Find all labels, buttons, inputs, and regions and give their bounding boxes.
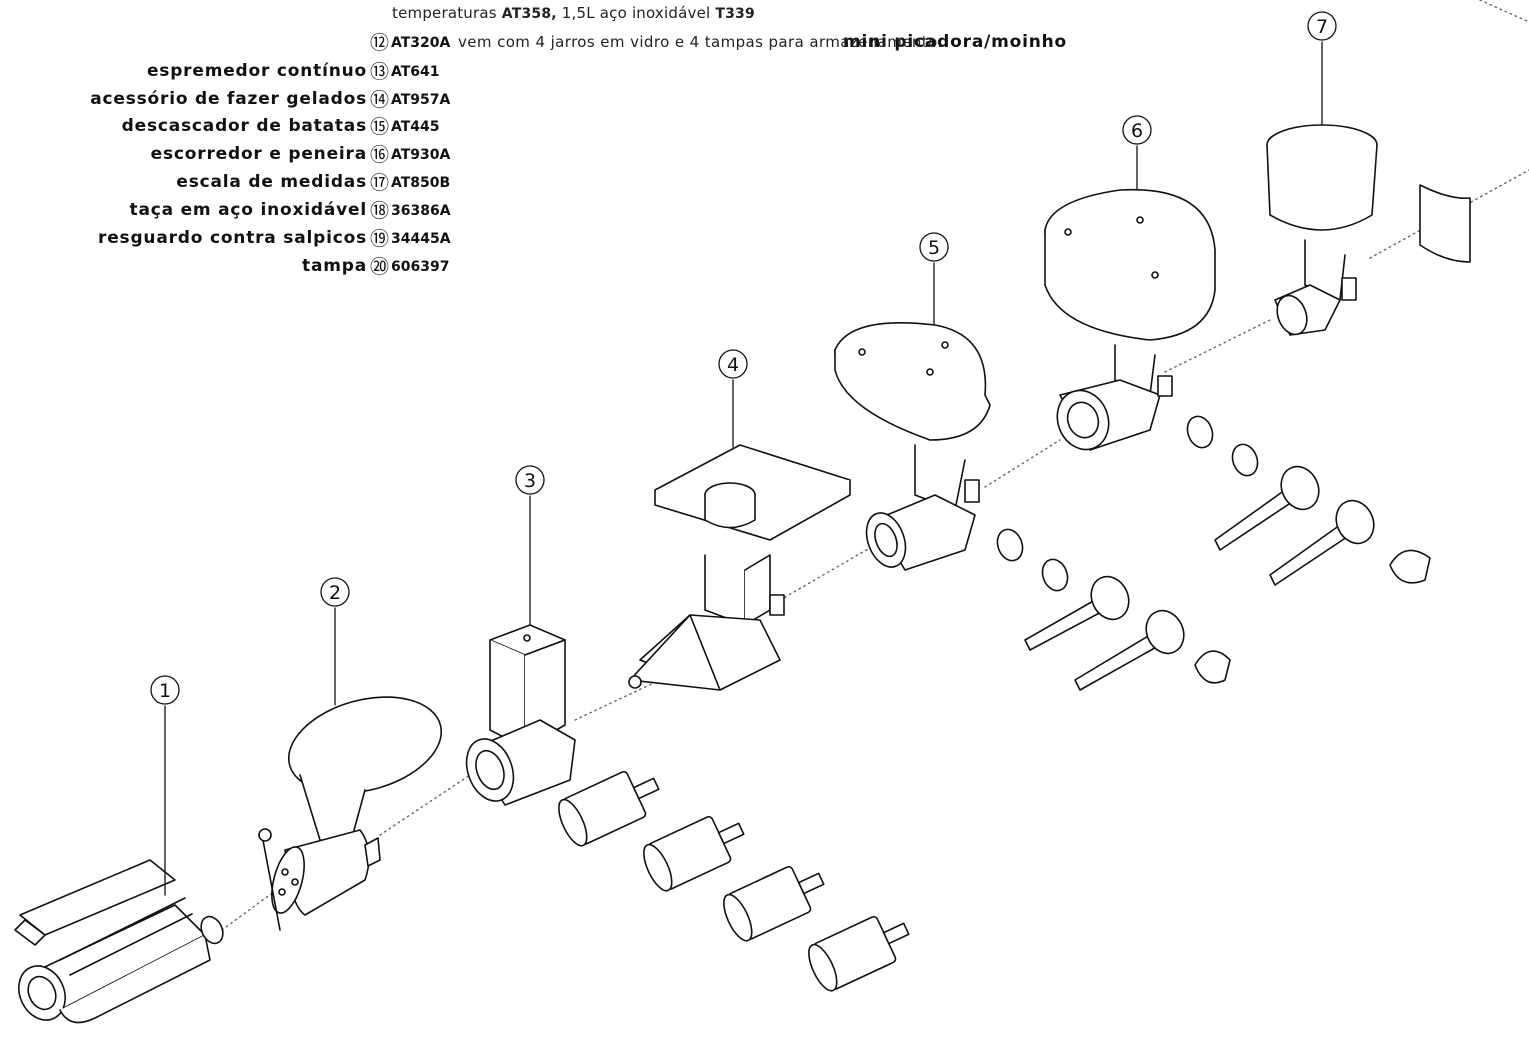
legend-row: escorredor e peneira ⑯ AT930A	[0, 144, 500, 170]
legend-code: AT850B	[391, 175, 451, 191]
legend-description: vem com 4 jarros em vidro e 4 tampas par…	[458, 33, 943, 51]
legend-number: ⑭	[370, 89, 390, 111]
legend-number: ⑯	[370, 144, 390, 166]
legend-label: taça em aço inoxidável	[129, 200, 367, 220]
top-line-text-2: 1,5L aço inoxidável	[556, 4, 716, 22]
legend-number: ⑳	[370, 256, 390, 278]
legend-number: ⑰	[370, 172, 390, 194]
legend-label: descascador de batatas	[121, 116, 367, 136]
legend-row: descascador de batatas ⑮ AT445	[0, 116, 500, 142]
legend-code: 36386A	[391, 203, 451, 219]
legend-code: 34445A	[391, 231, 451, 247]
legend-code: AT930A	[391, 147, 451, 163]
legend-code: AT445	[391, 119, 440, 135]
callout-label: 1	[159, 680, 171, 702]
legend-code: AT957A	[391, 92, 451, 108]
slicer-shredder-icon	[465, 624, 910, 992]
callout-6: 6	[1122, 115, 1152, 191]
top-line-code-2: T339	[715, 6, 755, 22]
grain-mill-icon	[1044, 188, 1431, 586]
sausage-stuffer-icon	[834, 322, 1231, 691]
callout-label: 7	[1316, 16, 1328, 38]
callout-3: 3	[515, 465, 545, 626]
legend-row: espremedor contínuo ⑬ AT641	[0, 61, 500, 87]
callout-label: 3	[524, 470, 536, 492]
callout-2: 2	[320, 577, 350, 706]
legend-row: acessório de fazer gelados ⑭ AT957A	[0, 89, 500, 115]
legend-number: ⑬	[370, 61, 390, 83]
legend-row: escala de medidas ⑰ AT850B	[0, 172, 500, 198]
legend-label: mini picadora/moinho	[843, 32, 1067, 52]
legend-number: ⑲	[370, 228, 390, 250]
top-line-code-1: AT358,	[501, 6, 557, 22]
legend-label: espremedor contínuo	[146, 61, 367, 81]
callout-group: 1 2 3 4 5 6 7	[150, 11, 1337, 896]
callout-label: 4	[727, 354, 739, 376]
top-line: temperaturas AT358, 1,5L aço inoxidável …	[392, 4, 755, 22]
legend-number: ⑮	[370, 116, 390, 138]
legend-label: escorredor e peneira	[150, 144, 367, 164]
callout-label: 6	[1131, 120, 1143, 142]
legend-row: resguardo contra salpicos ⑲ 34445A	[0, 228, 500, 254]
legend-label: tampa	[302, 256, 367, 276]
legend-number: ⑫	[370, 32, 390, 54]
callout-1: 1	[150, 675, 180, 896]
legend-label: resguardo contra salpicos	[98, 228, 367, 248]
legend-code: AT320A	[391, 35, 451, 51]
callout-label: 2	[329, 582, 341, 604]
assembly-axis	[221, 0, 1529, 931]
callout-label: 5	[928, 237, 940, 259]
callout-5: 5	[919, 232, 949, 325]
legend-label: acessório de fazer gelados	[90, 89, 367, 109]
legend-row: taça em aço inoxidável ⑱ 36386A	[0, 200, 500, 226]
fruit-strainer-icon	[1266, 124, 1471, 336]
pasta-roller-icon	[14, 859, 224, 1024]
legend-code: AT641	[391, 64, 440, 80]
legend-number: ⑱	[370, 200, 390, 222]
food-grinder-icon	[628, 444, 851, 691]
legend-row: tampa ⑳ 606397	[0, 256, 500, 282]
juicer-icon	[258, 696, 443, 931]
top-line-text: temperaturas	[392, 4, 502, 22]
legend-row: mini picadora/moinho ⑫ AT320A vem com 4 …	[0, 32, 1200, 58]
callout-4: 4	[718, 349, 748, 448]
callout-7: 7	[1307, 11, 1337, 126]
legend-code: 606397	[391, 259, 450, 275]
legend-label: escala de medidas	[176, 172, 367, 192]
